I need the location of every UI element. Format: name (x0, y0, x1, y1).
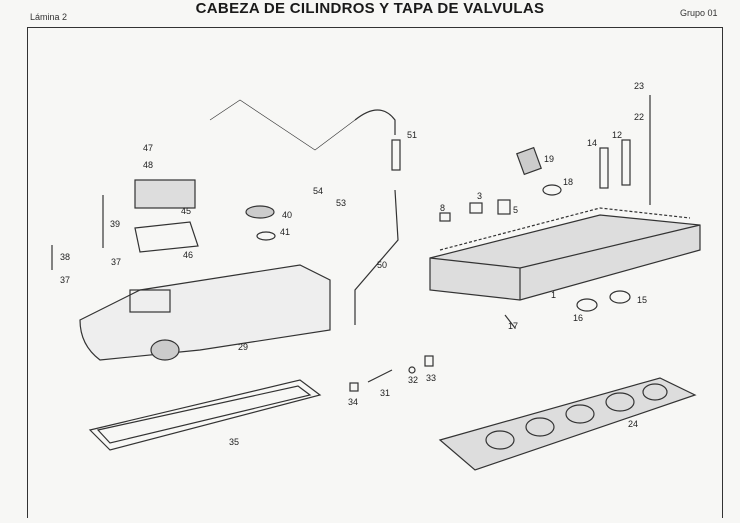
part-label: 17 (508, 321, 519, 331)
part-label: 33 (426, 373, 437, 383)
part-label: 47 (143, 143, 154, 153)
part-label: 24 (628, 419, 639, 429)
sheet-number: Lámina 2 (30, 12, 68, 22)
part-label: 54 (313, 186, 324, 196)
part-label: 23 (634, 81, 645, 91)
valve-cover (79, 264, 331, 361)
head-gasket (438, 377, 697, 471)
part-label: 35 (229, 437, 240, 447)
part-label: 18 (563, 177, 574, 187)
part-label: 22 (634, 112, 645, 122)
page-title: CABEZA DE CILINDROS Y TAPA DE VALVULAS (195, 0, 545, 17)
cover-gasket (88, 379, 322, 451)
part-label: 46 (183, 250, 194, 260)
part-label: 37 (60, 275, 71, 285)
part-label: 16 (573, 313, 584, 323)
diagram-frame (27, 27, 723, 518)
small-parts (51, 95, 651, 392)
part-label: 53 (336, 198, 347, 208)
part-label: 31 (380, 388, 391, 398)
part-label: 3 (477, 191, 483, 201)
part-label: 40 (282, 210, 293, 220)
part-label: 48 (143, 160, 154, 170)
part-label: 19 (544, 154, 555, 164)
hoses-and-tubes (209, 99, 401, 325)
cylinder-head (429, 207, 701, 301)
part-label: 32 (408, 375, 419, 385)
part-label: 5 (513, 205, 519, 215)
part-label: 45 (181, 206, 192, 216)
part-label: 50 (377, 260, 388, 270)
part-label: 34 (348, 397, 359, 407)
part-label: 51 (407, 130, 418, 140)
part-label: 39 (110, 219, 121, 229)
part-label: 38 (60, 252, 71, 262)
part-label: 37 (111, 257, 122, 267)
group-number: Grupo 01 (680, 8, 718, 18)
part-label: 8 (440, 203, 446, 213)
part-label: 41 (280, 227, 291, 237)
part-label: 12 (612, 130, 623, 140)
part-label: 1 (551, 290, 557, 300)
part-label: 14 (587, 138, 598, 148)
part-label: 29 (238, 342, 249, 352)
part-label: 15 (637, 295, 648, 305)
